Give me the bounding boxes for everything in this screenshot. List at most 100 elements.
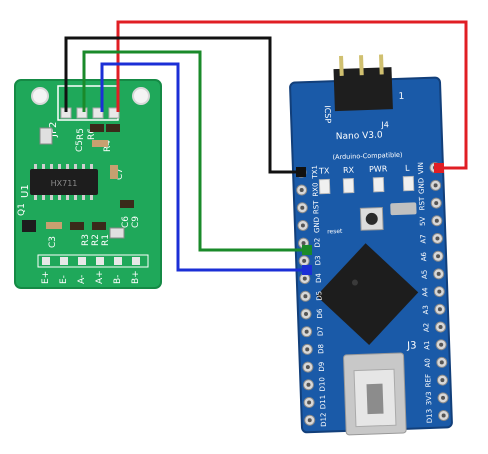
led-l-label: L — [405, 164, 410, 173]
smd-component — [120, 200, 134, 208]
j3-label: J3 — [406, 340, 417, 351]
left-pin-label: D2 — [313, 238, 321, 248]
left-pin-label: D7 — [316, 326, 324, 336]
smd-component — [39, 127, 53, 145]
mini-usb-port[interactable] — [343, 352, 407, 436]
pin-hole — [300, 205, 305, 210]
smd-component — [106, 124, 120, 132]
c7-label: C7 — [115, 168, 125, 180]
left-pin-label: D9 — [318, 362, 326, 372]
pin-hole — [304, 311, 309, 316]
label-b-minus: B- — [113, 275, 123, 284]
left-pin-label: RX0 — [311, 182, 319, 196]
r1-label: R1 — [101, 234, 111, 246]
right-pin-label: A0 — [424, 358, 432, 368]
c3-label: C3 — [48, 236, 58, 248]
jp2-label: JP2 — [48, 122, 59, 138]
icsp-label: ICSP — [323, 105, 333, 123]
c9-label: C9 — [131, 216, 141, 228]
right-pin-label: 3V3 — [425, 391, 433, 405]
led-rx-label: RX — [343, 165, 355, 174]
right-pin-label: D13 — [425, 409, 433, 424]
q1-transistor — [22, 220, 36, 232]
pin-hole — [435, 236, 440, 241]
left-pin-label: D5 — [315, 291, 323, 301]
right-pin-label: A7 — [419, 234, 427, 244]
right-pin-label: A5 — [421, 270, 429, 280]
hx711-chip: HX711 — [30, 164, 98, 200]
hx711-module: JP2 R5 R6 C5 R4 HX711 U1 C7 C6 C9 Q1 — [14, 79, 162, 289]
right-pin-label: A4 — [421, 287, 429, 297]
led-rx — [342, 178, 355, 194]
smd-component — [110, 165, 118, 179]
left-pin-label: D3 — [314, 255, 322, 265]
pin-hole — [437, 289, 442, 294]
right-pin-label: RST — [418, 196, 426, 211]
right-pin-label: GND — [417, 178, 426, 194]
led-tx — [318, 178, 331, 195]
atmega-chip — [316, 243, 419, 345]
right-pin-label: 5V — [419, 216, 427, 226]
blue-wire — [100, 62, 306, 272]
j1-label: 1 — [398, 92, 404, 102]
pin-hole — [441, 413, 446, 418]
pin-hole — [434, 218, 439, 223]
smd-component — [109, 227, 125, 239]
pin-hole — [300, 223, 305, 228]
wire-end — [302, 265, 312, 275]
c6-label: C6 — [121, 216, 131, 228]
left-pin-label: RST — [312, 200, 320, 215]
pin-hole — [304, 329, 309, 334]
left-pin-label: D10 — [318, 377, 326, 392]
pin-hole — [305, 347, 310, 352]
smd-component — [92, 140, 108, 147]
u1-label: U1 — [20, 184, 31, 198]
icsp-header — [333, 54, 393, 112]
pin-hole — [303, 294, 308, 299]
smd-component — [70, 222, 84, 230]
pin-hole — [439, 360, 444, 365]
pin-hole — [433, 183, 438, 188]
r5-label: R5 — [76, 128, 86, 140]
led-tx-label: TX — [318, 166, 330, 175]
pin-hole — [437, 307, 442, 312]
j4-label: J4 — [380, 120, 389, 129]
label-a-minus: A- — [77, 275, 87, 284]
pin-hole — [301, 241, 306, 246]
pin-hole — [302, 258, 307, 263]
label-a-plus: A+ — [95, 270, 105, 284]
mounting-hole — [132, 87, 150, 105]
left-pin-label: D8 — [317, 344, 325, 354]
pin-hole — [436, 271, 441, 276]
pin-hole — [307, 400, 312, 405]
wires — [64, 20, 468, 275]
right-pin-label: A6 — [420, 251, 428, 261]
chip-label: HX711 — [51, 179, 78, 188]
smd-component — [90, 124, 104, 132]
pin-hole — [307, 418, 312, 423]
nano-subtitle: (Arduino-Compatible) — [332, 151, 402, 161]
label-e-plus: E+ — [41, 271, 51, 284]
label-b-plus: B+ — [131, 270, 141, 284]
green-wire — [82, 50, 306, 252]
r6-label: R6 — [87, 128, 97, 140]
pin-hole — [299, 188, 304, 193]
pin-hole — [439, 342, 444, 347]
wire-end — [434, 163, 444, 173]
left-pin-label: GND — [313, 217, 322, 233]
q1-label: Q1 — [17, 203, 27, 216]
smd-component — [92, 222, 106, 230]
pin-hole — [436, 254, 441, 259]
left-pin-label: D11 — [319, 395, 327, 410]
led-pwr-label: PWR — [369, 164, 388, 174]
nano-title: Nano V3.0 — [336, 130, 383, 142]
reset-button[interactable] — [359, 207, 384, 231]
crystal — [390, 202, 417, 216]
label-e-minus: E- — [59, 275, 69, 284]
led-pwr — [372, 176, 385, 193]
smd-component — [46, 222, 62, 229]
arduino-nano: ICSP 1 J4 Nano V3.0 (Arduino-Compatible)… — [289, 54, 453, 436]
left-pin-label: D12 — [319, 412, 327, 427]
right-pin-label: A1 — [423, 340, 431, 350]
